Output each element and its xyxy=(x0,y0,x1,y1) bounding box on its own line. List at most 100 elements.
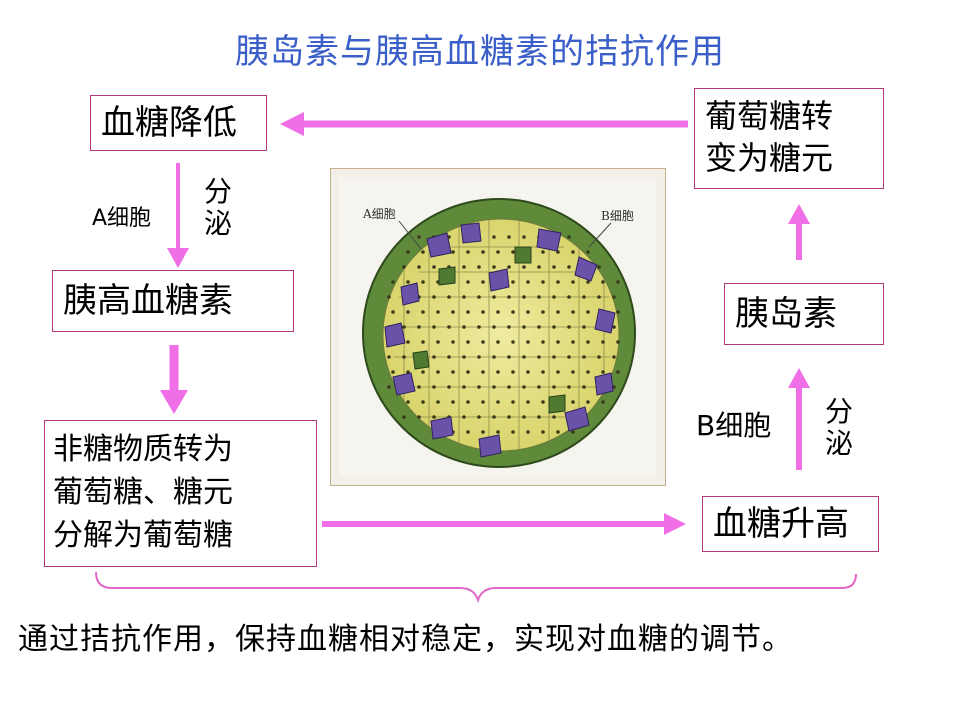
cell-nucleus xyxy=(481,430,485,434)
d-cells xyxy=(412,246,566,414)
cell-nucleus xyxy=(601,280,605,284)
cell-nucleus xyxy=(612,325,616,329)
cell-nucleus xyxy=(556,310,560,314)
cell-nucleus xyxy=(432,355,436,359)
cell-nucleus xyxy=(522,295,526,299)
cell-nucleus xyxy=(492,235,496,239)
cell-nucleus xyxy=(556,280,560,284)
cell-nucleus xyxy=(616,370,620,374)
cell-nucleus xyxy=(466,370,470,374)
cell-nucleus xyxy=(417,415,421,419)
cell-nucleus xyxy=(477,265,481,269)
cell-nucleus xyxy=(496,340,500,344)
box-insulin: 胰岛素 xyxy=(724,283,884,345)
cell-nucleus xyxy=(451,310,455,314)
cell-nucleus xyxy=(447,385,451,389)
cell-nucleus xyxy=(597,295,601,299)
cell-nucleus xyxy=(436,340,440,344)
cell-nucleus xyxy=(402,415,406,419)
arrow-insulin-to-glycogen xyxy=(788,204,810,260)
cell-nucleus xyxy=(537,265,541,269)
cell-nucleus xyxy=(597,355,601,359)
cell-nucleus xyxy=(541,430,545,434)
cell-nucleus xyxy=(406,280,410,284)
cell-nucleus xyxy=(447,355,451,359)
cell-nucleus xyxy=(511,340,515,344)
cell-nucleus xyxy=(451,340,455,344)
cell-nucleus xyxy=(462,325,466,329)
cell-nucleus xyxy=(522,265,526,269)
cell-nucleus xyxy=(477,385,481,389)
cell-nucleus xyxy=(556,340,560,344)
cell-nucleus xyxy=(597,265,601,269)
cell-nucleus xyxy=(552,325,556,329)
cell-nucleus xyxy=(481,310,485,314)
cell-nucleus xyxy=(481,400,485,404)
cell-nucleus xyxy=(391,370,395,374)
cell-nucleus xyxy=(451,370,455,374)
cell-nucleus xyxy=(507,355,511,359)
label-b-cell: B细胞 xyxy=(696,409,772,442)
cell-nucleus xyxy=(477,325,481,329)
cell-nucleus xyxy=(537,295,541,299)
cell-nucleus xyxy=(481,250,485,254)
cell-nucleus xyxy=(406,400,410,404)
cell-nucleus xyxy=(552,355,556,359)
cell-nucleus xyxy=(417,265,421,269)
cell-nucleus xyxy=(616,280,620,284)
cell-nucleus xyxy=(567,235,571,239)
cell-nucleus xyxy=(526,430,530,434)
cell-nucleus xyxy=(507,385,511,389)
cell-nucleus xyxy=(462,265,466,269)
arrow-convert-to-high xyxy=(322,513,686,535)
box-convert-to-glucose: 非糖物质转为 葡萄糖、糖元 分解为葡萄糖 xyxy=(44,420,317,567)
cell-nucleus xyxy=(586,280,590,284)
cell-nucleus xyxy=(541,250,545,254)
cell-nucleus xyxy=(511,400,515,404)
cell-nucleus xyxy=(537,325,541,329)
cell-nucleus xyxy=(507,325,511,329)
cell-nucleus xyxy=(526,280,530,284)
label-secrete-left: 分 泌 xyxy=(203,175,232,240)
cell-nucleus xyxy=(391,280,395,284)
label-secrete-right: 分 泌 xyxy=(824,395,853,460)
cell-nucleus xyxy=(421,310,425,314)
cell-nucleus xyxy=(406,310,410,314)
cell-nucleus xyxy=(406,250,410,254)
box-blood-sugar-high: 血糖升高 xyxy=(702,496,879,552)
cell-nucleus xyxy=(526,400,530,404)
cell-nucleus xyxy=(466,250,470,254)
cell-nucleus xyxy=(496,400,500,404)
cell-nucleus xyxy=(552,415,556,419)
cell-nucleus xyxy=(567,265,571,269)
cell-nucleus xyxy=(436,310,440,314)
cell-nucleus xyxy=(522,355,526,359)
cell-nucleus xyxy=(571,250,575,254)
cell-nucleus xyxy=(567,385,571,389)
arrow-low-to-glucagon xyxy=(167,163,189,268)
cell-nucleus xyxy=(541,370,545,374)
page-title: 胰岛素与胰高血糖素的拮抗作用 xyxy=(235,32,725,72)
cell-nucleus xyxy=(492,415,496,419)
arrow-high-to-insulin xyxy=(788,368,810,470)
image-label-b-cell: B细胞 xyxy=(601,209,634,223)
cell-nucleus xyxy=(466,340,470,344)
cell-nucleus xyxy=(466,310,470,314)
image-label-a-cell: A细胞 xyxy=(363,207,396,221)
cell-nucleus xyxy=(526,370,530,374)
cell-nucleus xyxy=(432,415,436,419)
cell-nucleus xyxy=(492,265,496,269)
cell-nucleus xyxy=(391,310,395,314)
cell-nucleus xyxy=(432,325,436,329)
cell-nucleus xyxy=(402,355,406,359)
cell-nucleus xyxy=(567,295,571,299)
arrow-glycogen-to-low xyxy=(280,112,688,136)
cell-nucleus xyxy=(421,370,425,374)
cell-nucleus xyxy=(481,280,485,284)
cell-nucleus xyxy=(537,385,541,389)
cell-nucleus xyxy=(492,325,496,329)
cell-nucleus xyxy=(511,250,515,254)
cell-nucleus xyxy=(612,295,616,299)
cell-nucleus xyxy=(387,295,391,299)
image-label-pointers xyxy=(398,220,612,250)
